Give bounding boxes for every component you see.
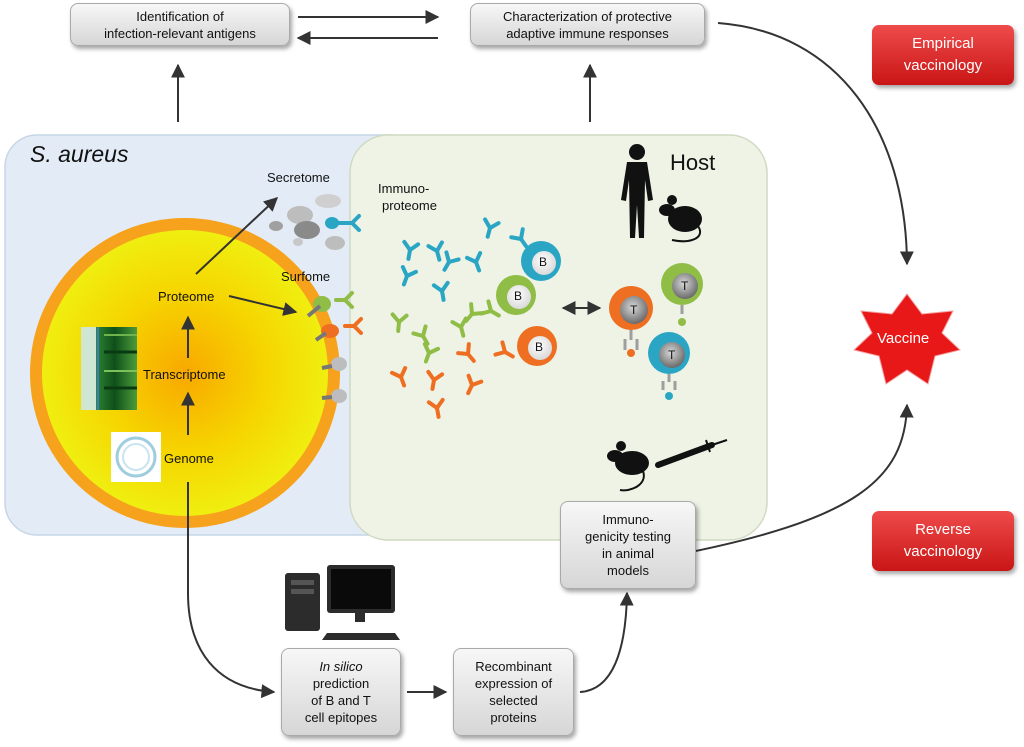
lab-mouse-icon xyxy=(607,441,649,492)
recombinant-line3: selected xyxy=(489,693,538,708)
empirical-line2: vaccinology xyxy=(903,57,983,74)
insilico-line3: of B and T xyxy=(311,693,371,708)
insilico-italic: In silico xyxy=(319,659,363,674)
secretome-label: Secretome xyxy=(267,170,330,185)
t-cell-cyan xyxy=(648,332,690,400)
t-cell-orange xyxy=(609,286,653,357)
immunogenicity-line3: in animal xyxy=(601,546,655,561)
empirical-line1: Empirical xyxy=(912,35,974,52)
immunogenicity-line1: Immuno- xyxy=(602,512,654,527)
b-cell-label-2: B xyxy=(514,289,523,303)
recombinant-box: Recombinant expression of selected prote… xyxy=(453,648,574,736)
insilico-line4: cell epitopes xyxy=(304,710,378,725)
antigens-line2: infection-relevant antigens xyxy=(104,25,256,41)
responses-box: Characterization of protective adaptive … xyxy=(470,3,705,46)
proteome-label: Proteome xyxy=(158,289,215,304)
b-cell-orange xyxy=(517,326,557,366)
t-cell-green xyxy=(661,263,703,326)
immunogenicity-box: Immuno- genicity testing in animal model… xyxy=(560,501,696,589)
recombinant-line4: proteins xyxy=(490,710,537,725)
t-cell-label-3: T xyxy=(668,348,676,362)
host-title: Host xyxy=(670,150,716,175)
computer-icon xyxy=(285,565,400,640)
vaccine-label: Vaccine xyxy=(877,330,930,347)
syringe-icon xyxy=(655,439,728,468)
responses-line2: adaptive immune responses xyxy=(506,25,669,41)
vaccine-star xyxy=(852,293,962,385)
genome-label: Genome xyxy=(164,451,214,466)
immunogenicity-line4: models xyxy=(607,563,649,578)
t-cell-label-1: T xyxy=(630,303,638,317)
b-cell-cyan xyxy=(521,241,561,281)
mouse-icon xyxy=(659,195,702,243)
insilico-line2: prediction xyxy=(312,676,370,691)
immunogenicity-line2: genicity testing xyxy=(585,529,671,544)
b-cell-label-1: B xyxy=(539,255,548,269)
antigens-box: Identification of infection-relevant ant… xyxy=(70,3,290,46)
immunoproteome-line1: Immuno- xyxy=(378,181,430,196)
process-arrows xyxy=(171,10,914,699)
antigens-line1: Identification of xyxy=(136,8,224,24)
pathogen-title: S. aureus xyxy=(30,141,129,167)
recombinant-line1: Recombinant xyxy=(475,659,552,674)
empirical-vaccinology-box: Empirical vaccinology xyxy=(872,25,1014,85)
t-cell-label-2: T xyxy=(681,279,689,293)
host-panel xyxy=(349,134,768,541)
responses-line1: Characterization of protective xyxy=(502,8,673,24)
immunoproteome-line2: proteome xyxy=(382,198,437,213)
insilico-box: In silico prediction of B and T cell epi… xyxy=(281,648,401,736)
insilico-line1: In silico xyxy=(319,658,362,675)
secretome-proteins xyxy=(269,194,361,250)
transcriptome-heatmap xyxy=(81,327,137,410)
reverse-line2: vaccinology xyxy=(903,543,983,560)
human-silhouette-icon xyxy=(621,144,653,238)
transcriptome-label: Transcriptome xyxy=(143,367,226,382)
surfome-label: Surfome xyxy=(281,269,331,284)
recombinant-line2: expression of xyxy=(474,676,553,691)
surfome-proteins xyxy=(306,291,363,403)
reverse-line1: Reverse xyxy=(915,521,971,538)
reverse-vaccinology-box: Reverse vaccinology xyxy=(872,511,1014,571)
genome-map-icon xyxy=(111,432,161,482)
b-cell-label-3: B xyxy=(535,340,544,354)
b-cell-green xyxy=(496,275,536,315)
